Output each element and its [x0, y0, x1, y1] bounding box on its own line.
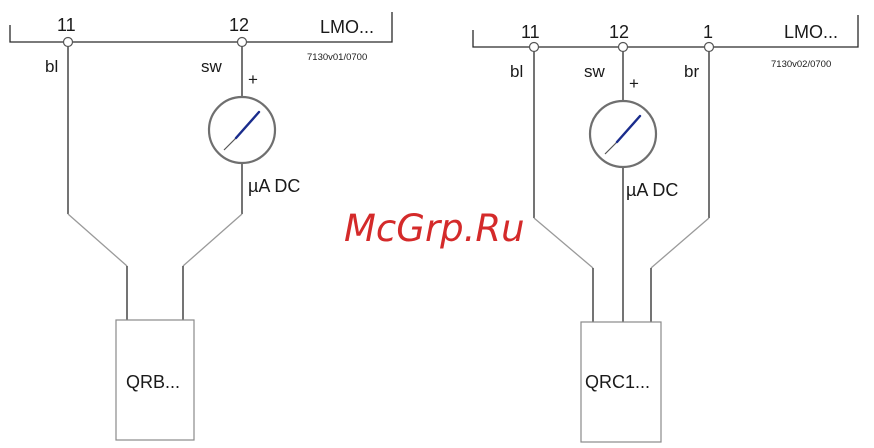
left-meter-label: µA DC	[248, 176, 300, 196]
right-controller-label: LMO...	[784, 22, 838, 42]
left-controller-label: LMO...	[320, 17, 374, 37]
right-terminal-12	[619, 43, 628, 52]
left-diagram: LMO... 7130v01/0700 11 12 bl sw + µA DC …	[10, 12, 392, 440]
left-wire-label-bl: bl	[45, 57, 58, 76]
right-wire-bl-diagonal	[534, 218, 593, 268]
left-terminal-12	[238, 38, 247, 47]
left-terminal-11-label: 11	[57, 15, 76, 35]
right-reference-code: 7130v02/0700	[771, 59, 831, 70]
watermark-text: McGrp.Ru	[344, 207, 525, 250]
right-meter-plus-sign: +	[629, 74, 639, 93]
right-wire-br-diagonal	[651, 218, 709, 268]
left-meter-plus-sign: +	[248, 70, 258, 89]
left-terminal-12-label: 12	[229, 15, 249, 35]
right-meter-label: µA DC	[626, 180, 678, 200]
right-wire-label-bl: bl	[510, 62, 523, 81]
left-wire-sw-diagonal	[183, 214, 242, 266]
right-terminal-11-label: 11	[521, 22, 540, 42]
right-wire-label-sw: sw	[584, 62, 606, 81]
right-diagram: LMO... 7130v02/0700 11 12 1 bl sw br + µ…	[473, 15, 858, 442]
right-terminal-11	[530, 43, 539, 52]
right-terminal-1-label: 1	[703, 22, 713, 42]
left-wire-label-sw: sw	[201, 57, 223, 76]
left-wire-bl-diagonal	[68, 214, 127, 266]
right-terminal-1	[705, 43, 714, 52]
left-terminal-11	[64, 38, 73, 47]
left-device-label: QRB...	[126, 372, 180, 392]
left-reference-code: 7130v01/0700	[307, 52, 367, 63]
right-wire-label-br: br	[684, 62, 699, 81]
right-terminal-12-label: 12	[609, 22, 629, 42]
right-device-label: QRC1...	[585, 372, 650, 392]
